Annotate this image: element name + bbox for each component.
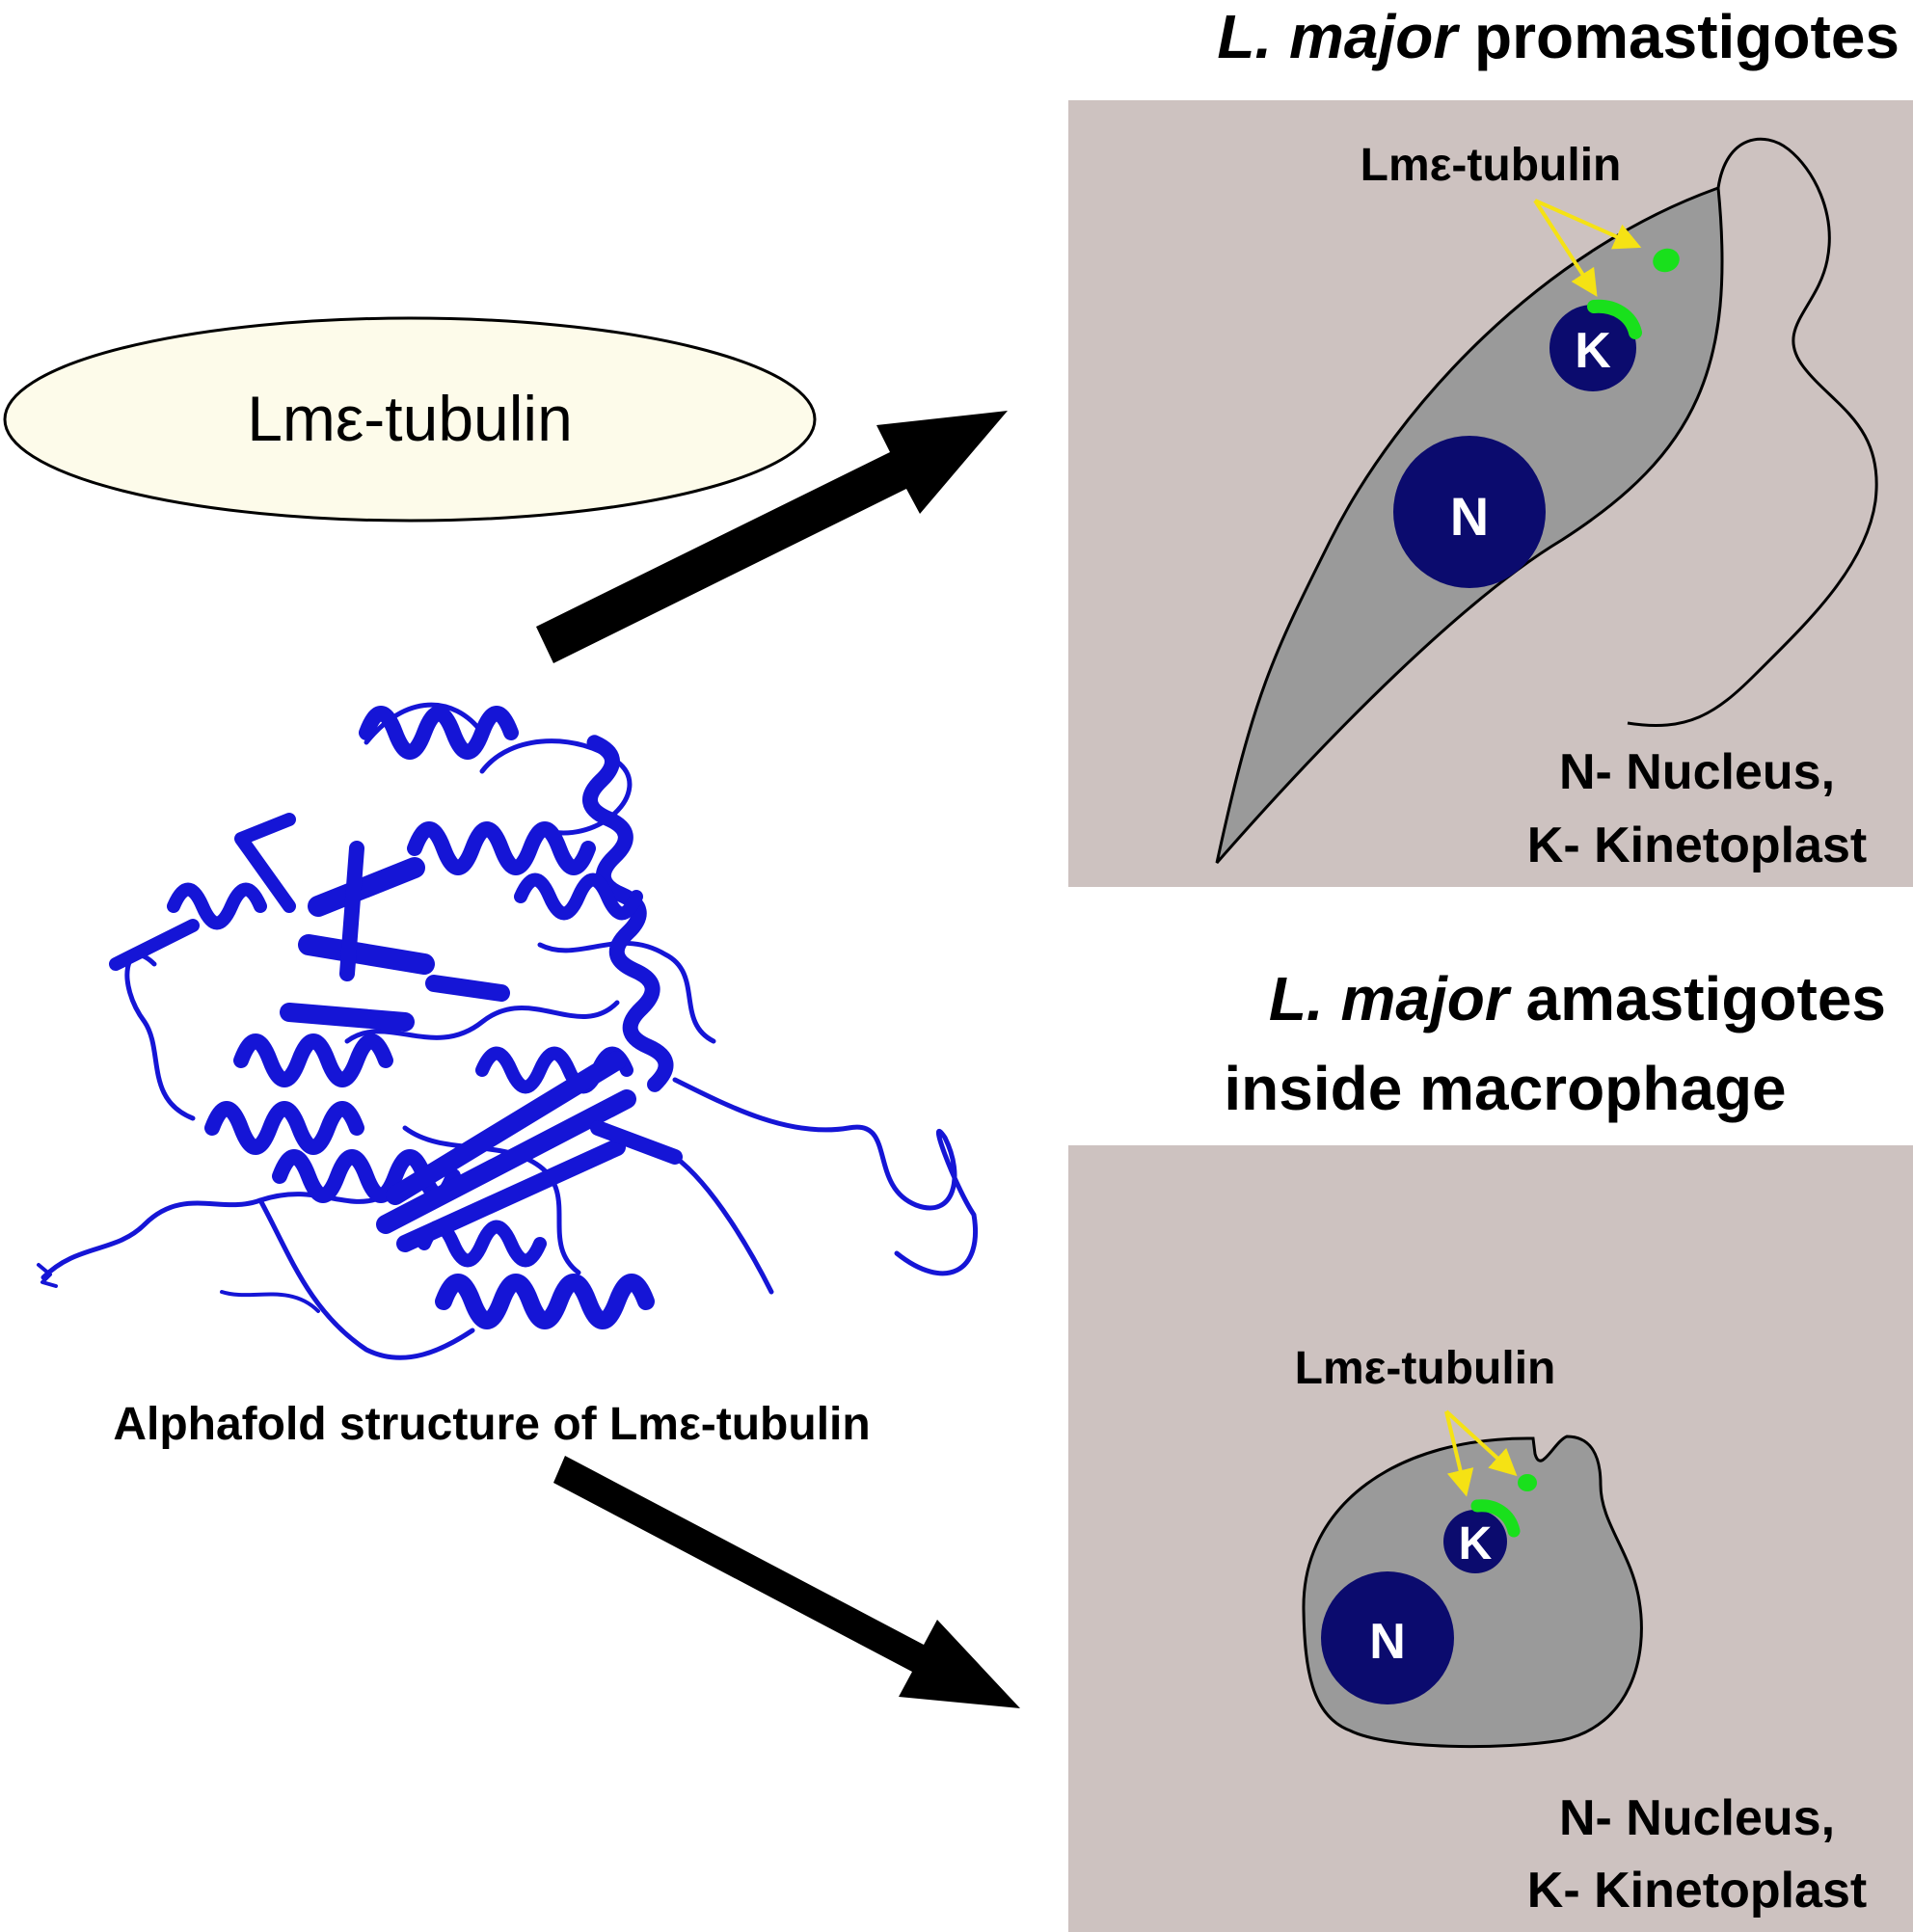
promastigote-pointer-arrow-icon [1534,199,1642,250]
amastigote-pointer-arrow-icon [1444,1409,1518,1477]
amastigote-kinetoplast-letter: K [1459,1518,1493,1570]
amastigote-nucleus [1321,1571,1454,1704]
amastigote-legend-line2: K- Kinetoplast [1527,1863,1867,1919]
amastigote-legend-line1: N- Nucleus, [1559,1790,1835,1846]
amastigote-kinetoplast [1443,1510,1507,1573]
structure-caption: Alphafold structure of Lmε-tubulin [113,1399,870,1450]
promastigote-kinetoplast [1549,305,1636,391]
amastigote-title-species: L. major [1269,964,1512,1033]
promastigote-pointer-arrow-icon [1533,199,1598,297]
promastigote-kinetoplast-tubulin-marker [1587,299,1642,339]
flow-arrow-to-amastigote-icon [553,1456,1020,1708]
amastigote-pointer-arrow-icon [1444,1410,1474,1497]
amastigote-nucleus-letter: N [1369,1614,1406,1670]
protein-name-label: Lmε-tubulin [247,383,573,454]
promastigote-nucleus [1393,436,1546,588]
protein-ribbon-icon [37,702,978,1360]
amastigote-marker-label: Lmε-tubulin [1295,1343,1556,1394]
promastigote-kinetoplast-letter: K [1575,323,1611,379]
promastigote-basal-body-tubulin-marker [1653,248,1680,273]
promastigote-legend-line1: N- Nucleus, [1559,744,1835,800]
flow-arrow-to-promastigote-icon [536,411,1008,663]
amastigote-kinetoplast-tubulin-marker [1470,1499,1521,1538]
promastigote-nucleus-letter: N [1450,486,1489,547]
amastigote-title-line2: inside macrophage [1224,1054,1786,1123]
amastigote-title-stage: amastigotes [1509,964,1886,1033]
promastigote-title-stage: promastigotes [1457,2,1900,71]
promastigote-title: L. major promastigotes [1217,2,1900,71]
amastigote-basal-body-tubulin-marker [1518,1474,1537,1491]
promastigote-marker-label: Lmε-tubulin [1361,140,1622,191]
promastigote-title-species: L. major [1217,2,1460,71]
promastigote-legend-line2: K- Kinetoplast [1527,818,1867,873]
promastigote-flagellum [1627,137,1878,728]
amastigote-title-line1: L. major amastigotes [1269,964,1886,1033]
protein-name-ellipse [3,316,817,523]
